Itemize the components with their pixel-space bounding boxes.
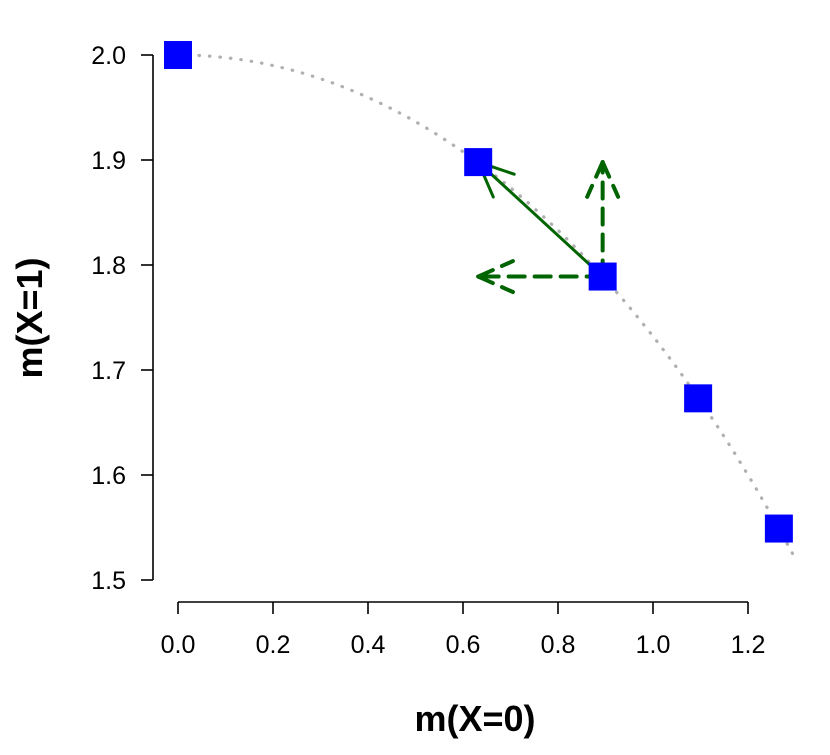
x-tick-label: 0.0 (161, 631, 196, 659)
data-point (164, 41, 192, 69)
reference-curve (176, 53, 798, 561)
point-layer (164, 41, 793, 543)
y-tick-label: 1.5 (91, 567, 126, 595)
data-point (764, 514, 793, 543)
y-tick-label: 1.9 (91, 147, 126, 175)
arrow-head (476, 274, 515, 295)
axes: 0.0 0.2 0.4 0.6 0.8 1.0 1.2 1.5 1.6 1.7 1.8 1.9 2.0 (91, 42, 765, 659)
x-tick-label: 1.2 (731, 631, 766, 659)
data-point (588, 262, 617, 291)
y-tick-label: 1.8 (91, 252, 126, 280)
arrow-head (600, 160, 621, 199)
x-tick-label: 0.6 (446, 631, 481, 659)
curve-layer (176, 53, 798, 561)
arrow-head (476, 259, 515, 279)
x-tick-label: 0.2 (256, 631, 291, 659)
y-tick-label: 1.6 (91, 462, 126, 490)
arrow-head (585, 160, 605, 199)
x-axis-title: m(X=0) (414, 698, 535, 739)
y-axis-title: m(X=1) (9, 257, 50, 378)
arrow-shaft (476, 160, 605, 279)
x-tick-label: 0.8 (541, 631, 576, 659)
x-tick-label: 0.4 (351, 631, 386, 659)
data-point (684, 384, 713, 413)
arrow (476, 259, 605, 295)
arrow (585, 160, 621, 279)
arrow (476, 160, 605, 279)
y-tick-label: 1.7 (91, 357, 126, 385)
data-point (464, 148, 493, 177)
y-tick-label: 2.0 (91, 42, 126, 70)
x-tick-label: 1.0 (636, 631, 671, 659)
